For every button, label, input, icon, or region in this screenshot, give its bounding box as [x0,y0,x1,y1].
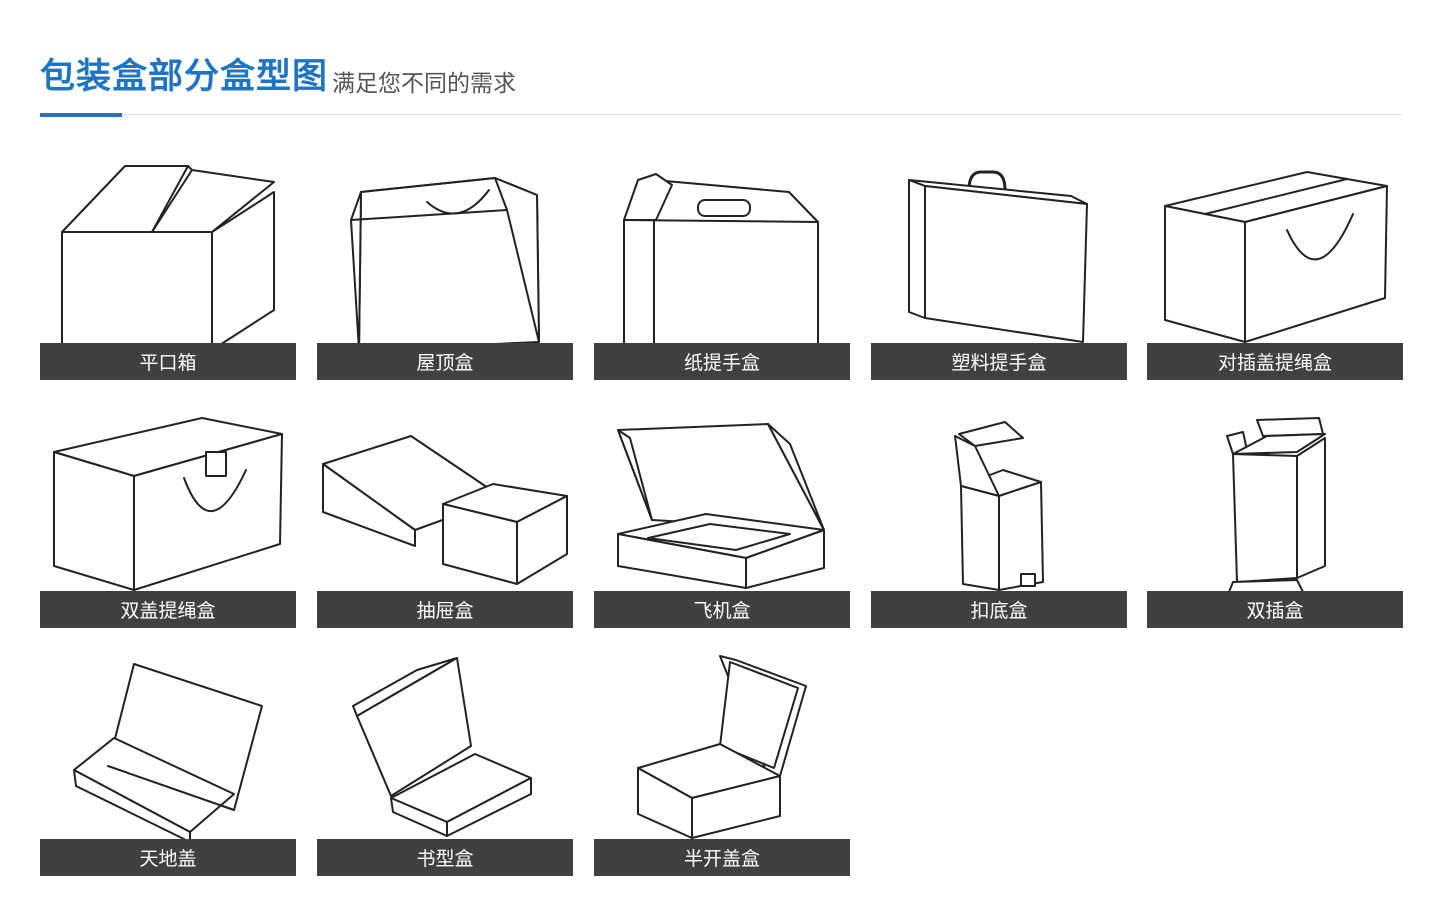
box-card-lid-and-base[interactable]: 天地盖 [40,626,296,876]
box-label: 半开盖盒 [594,839,850,876]
roof-box-icon [350,177,540,351]
double-tuck-box-icon [1226,417,1326,593]
box-card-plastic-handle[interactable]: 塑料提手盒 [871,130,1127,380]
box-card-drawer[interactable]: 抽屉盒 [317,378,573,628]
box-card-regular-slotted[interactable]: 平口箱 [40,130,296,380]
box-card-mailer[interactable]: 飞机盒 [594,378,850,628]
regular-slotted-box-icon [61,165,275,351]
box-label: 扣底盒 [871,591,1127,628]
box-card-book-style[interactable]: 书型盒 [317,626,573,876]
box-card-tuck-lid-rope[interactable]: 对插盖提绳盒 [1147,130,1403,380]
lock-bottom-box-icon [954,421,1044,591]
box-label: 平口箱 [40,343,296,380]
box-card-half-open-lid[interactable]: 半开盖盒 [594,626,850,876]
box-label: 双盖提绳盒 [40,591,296,628]
box-card-double-tuck[interactable]: 双插盒 [1147,378,1403,628]
lid-and-base-box-icon [73,663,263,843]
box-label: 抽屉盒 [317,591,573,628]
box-label: 纸提手盒 [594,343,850,380]
box-card-lock-bottom[interactable]: 扣底盒 [871,378,1127,628]
header-divider [40,114,1402,115]
box-card-paper-handle[interactable]: 纸提手盒 [594,130,850,380]
box-label: 塑料提手盒 [871,343,1127,380]
half-open-lid-box-icon [637,655,807,839]
header-accent-bar [40,113,122,117]
section-header: 包装盒部分盒型图 满足您不同的需求 [40,44,1402,118]
box-label: 天地盖 [40,839,296,876]
mailer-box-icon [617,423,825,589]
tuck-lid-rope-box-icon [1164,171,1388,343]
box-card-roof[interactable]: 屋顶盒 [317,130,573,380]
box-card-double-lid-rope[interactable]: 双盖提绳盒 [40,378,296,628]
box-label: 书型盒 [317,839,573,876]
book-style-box-icon [352,657,532,837]
drawer-box-icon [322,435,568,585]
box-label: 双插盒 [1147,591,1403,628]
double-lid-rope-box-icon [53,417,283,591]
page-subtitle: 满足您不同的需求 [332,71,516,97]
box-label: 对插盖提绳盒 [1147,343,1403,380]
plastic-handle-box-icon [908,170,1088,343]
box-label: 屋顶盒 [317,343,573,380]
page-title: 包装盒部分盒型图 [40,57,329,97]
box-label: 飞机盒 [594,591,850,628]
